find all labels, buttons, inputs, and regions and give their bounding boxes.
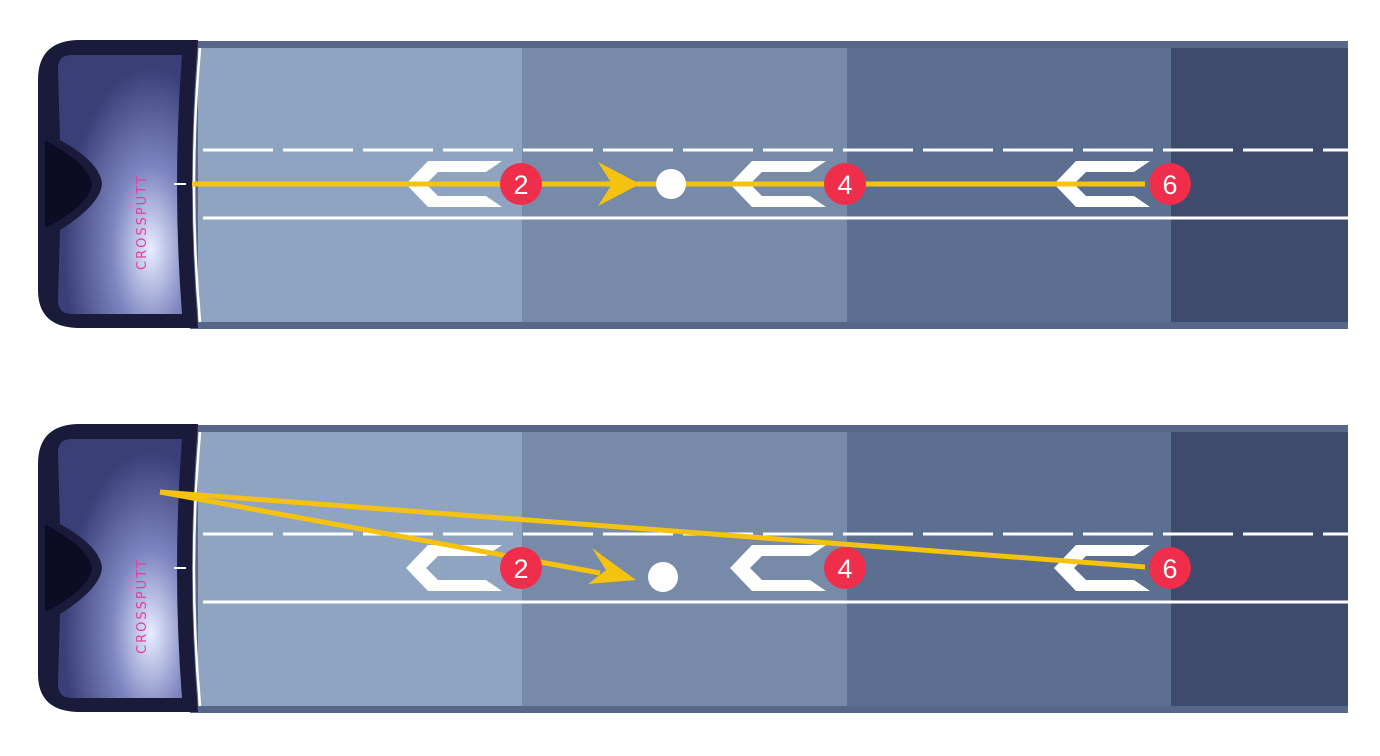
lane-straight-putt: CROSSPUTT	[38, 40, 1348, 329]
long-putt-path	[159, 489, 1146, 570]
chevron-marker-icon	[406, 545, 502, 591]
distance-badge	[1149, 547, 1191, 589]
distance-badge	[500, 547, 542, 589]
golf-ball	[656, 169, 686, 199]
putter-face	[58, 55, 182, 314]
brand-logo: CROSSPUTT	[135, 558, 150, 654]
distance-badge-label: 4	[837, 170, 852, 200]
golf-ball	[648, 562, 678, 592]
brand-logo: CROSSPUTT	[135, 174, 150, 270]
chevron-marker-icon	[730, 545, 826, 591]
putter-notch	[45, 140, 92, 228]
distance-badge-label: 2	[513, 170, 528, 200]
putter-notch	[45, 524, 92, 612]
distance-badge	[500, 163, 542, 205]
distance-badge-label: 4	[837, 554, 852, 584]
distance-zone-4	[1171, 48, 1348, 322]
distance-zone-4	[1171, 432, 1348, 706]
distance-badge-label: 2	[513, 554, 528, 584]
arrow-icon	[588, 548, 636, 584]
lane-angled-putt: CROSSPUTT	[38, 424, 1348, 713]
putter-edge	[192, 431, 202, 707]
distance-zone-1	[198, 432, 522, 706]
chevron-marker-icon	[730, 161, 826, 207]
distance-badge-label: 6	[1162, 170, 1177, 200]
putter-face	[58, 439, 182, 698]
chevron-marker-icon	[1054, 545, 1150, 591]
distance-badge	[824, 163, 866, 205]
chevron-marker-icon	[406, 161, 502, 207]
distance-badge	[1149, 163, 1191, 205]
distance-badge-label: 6	[1162, 554, 1177, 584]
distance-badge	[824, 547, 866, 589]
arrow-icon	[598, 162, 640, 206]
chevron-marker-icon	[1054, 161, 1150, 207]
distance-zone-3	[847, 432, 1171, 706]
